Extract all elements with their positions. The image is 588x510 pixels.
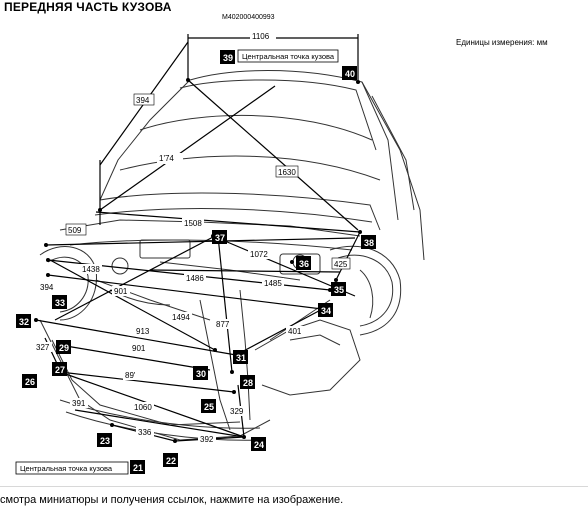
- dim-label: 1630: [278, 168, 296, 177]
- callout-badges: 21 22 23 24 25 26 27 28 29 30 31 32 33 3…: [16, 50, 376, 474]
- dim-label: 1072: [250, 250, 268, 259]
- dim-label: 1106: [252, 32, 270, 41]
- svg-text:21: 21: [133, 463, 143, 473]
- dim-label: 329: [230, 407, 244, 416]
- callout-33: 33: [52, 295, 67, 309]
- callout-27: 27: [52, 362, 67, 376]
- svg-text:31: 31: [236, 353, 246, 363]
- dim-label: 401: [288, 327, 302, 336]
- units-label: Единицы измерения: мм: [456, 38, 548, 47]
- svg-text:37: 37: [215, 233, 225, 243]
- callout-39: 39: [220, 50, 235, 64]
- footer-divider: [0, 486, 588, 487]
- svg-text:29: 29: [59, 343, 69, 353]
- svg-text:28: 28: [243, 378, 253, 388]
- svg-text:38: 38: [364, 238, 374, 248]
- svg-text:22: 22: [166, 456, 176, 466]
- dim-label: 1508: [184, 219, 202, 228]
- page-title: ПЕРЕДНЯЯ ЧАСТЬ КУЗОВА: [4, 0, 172, 14]
- dim-label: 877: [216, 320, 230, 329]
- svg-text:33: 33: [55, 298, 65, 308]
- dim-label: 1'74: [159, 154, 174, 163]
- dim-label: 89': [125, 371, 136, 380]
- callout-37: 37: [212, 230, 227, 244]
- svg-text:34: 34: [321, 306, 331, 316]
- svg-text:32: 32: [19, 317, 29, 327]
- document-code: M402000400993: [222, 14, 275, 21]
- svg-text:26: 26: [25, 377, 35, 387]
- center-point-top-label: Центральная точка кузова: [242, 52, 335, 61]
- dimension-labels: 1106 394 1'74 1630 509 1508 1072 1438 14…: [34, 31, 351, 444]
- callout-25: 25: [201, 399, 216, 413]
- dim-label: 327: [36, 343, 50, 352]
- dim-label: 394: [40, 283, 54, 292]
- callout-36: 36: [296, 256, 311, 270]
- callout-32: 32: [16, 314, 31, 328]
- svg-text:27: 27: [55, 365, 65, 375]
- callout-29: 29: [56, 340, 71, 354]
- dim-label: 425: [334, 260, 348, 269]
- callout-23: 23: [97, 433, 112, 447]
- svg-text:30: 30: [196, 369, 206, 379]
- dim-label: 1060: [134, 403, 152, 412]
- callout-28: 28: [240, 375, 255, 389]
- callout-35: 35: [331, 282, 346, 296]
- center-point-bottom-label: Центральная точка кузова: [20, 464, 113, 473]
- dim-label: 509: [68, 226, 82, 235]
- dim-label: 1485: [264, 279, 282, 288]
- callout-26: 26: [22, 374, 37, 388]
- dim-label: 394: [136, 96, 150, 105]
- dim-label: 913: [136, 327, 150, 336]
- dim-label: 901: [132, 344, 146, 353]
- dim-label: 391: [72, 399, 86, 408]
- callout-34: 34: [318, 303, 333, 317]
- svg-text:36: 36: [299, 259, 309, 269]
- svg-text:35: 35: [334, 285, 344, 295]
- dim-label: 901: [114, 287, 128, 296]
- dim-label: 392: [200, 435, 214, 444]
- svg-text:39: 39: [223, 53, 233, 63]
- center-point-top-box: Центральная точка кузова: [237, 49, 339, 63]
- svg-text:25: 25: [204, 402, 214, 412]
- callout-22: 22: [163, 453, 178, 467]
- callout-21: 21: [130, 460, 145, 474]
- callout-40: 40: [342, 66, 357, 80]
- center-point-bottom-box: Центральная точка кузова: [15, 461, 129, 475]
- callout-31: 31: [233, 350, 248, 364]
- body-diagram[interactable]: Центральная точка кузова Центральная точ…: [0, 0, 588, 486]
- dim-label: 1494: [172, 313, 190, 322]
- callout-30: 30: [193, 366, 208, 380]
- callout-38: 38: [361, 235, 376, 249]
- dim-label: 336: [138, 428, 152, 437]
- callout-24: 24: [251, 437, 266, 451]
- svg-text:24: 24: [254, 440, 264, 450]
- thumbnail-caption[interactable]: смотра миниатюры и получения ссылок, наж…: [0, 494, 344, 506]
- svg-text:23: 23: [100, 436, 110, 446]
- dim-label: 1486: [186, 274, 204, 283]
- svg-text:40: 40: [345, 69, 355, 79]
- dim-label: 1438: [82, 265, 100, 274]
